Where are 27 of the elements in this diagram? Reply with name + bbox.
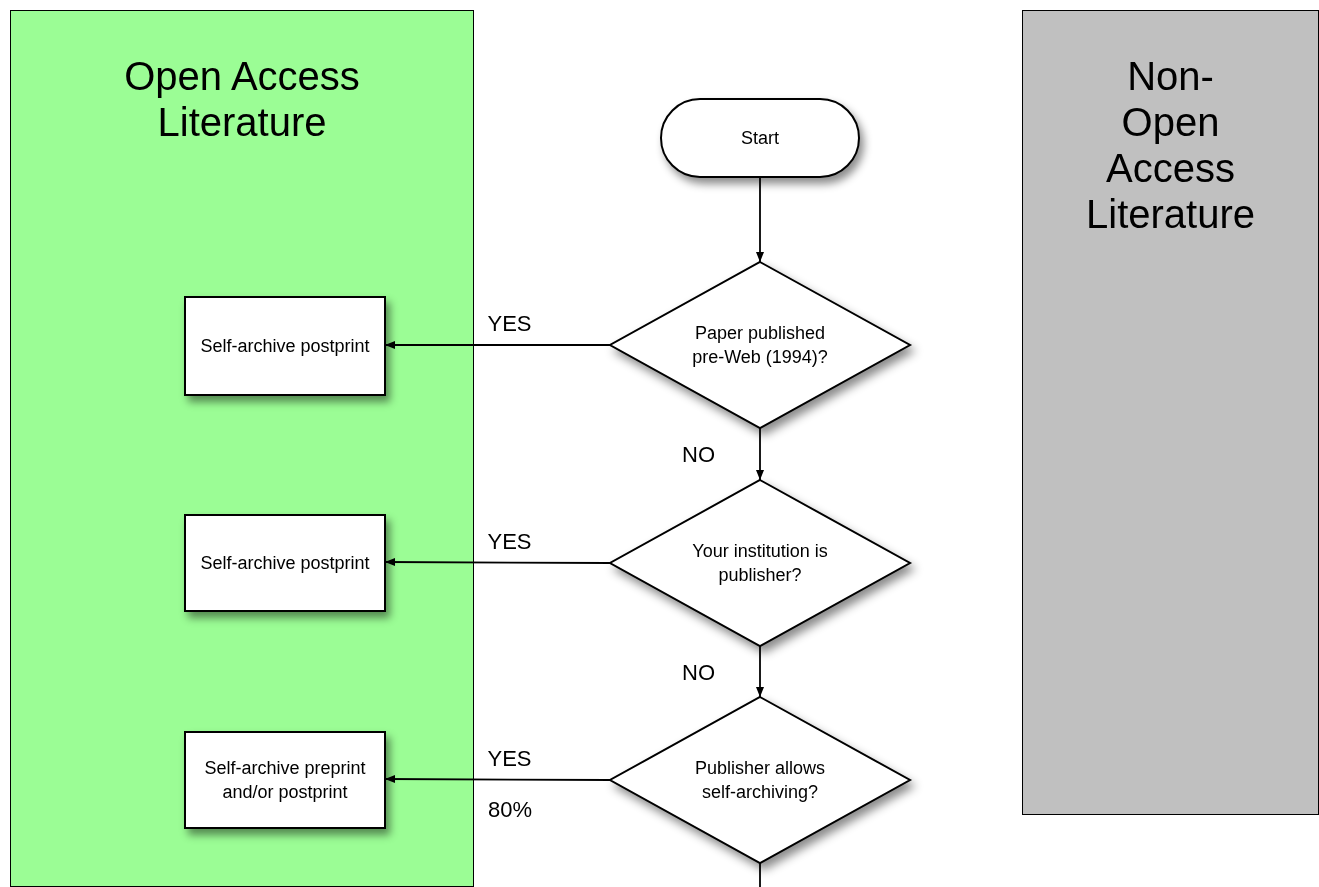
panel-heading: Non- Open Access Literature: [1085, 53, 1256, 237]
edge-label: YES: [487, 529, 532, 555]
arrow: [384, 341, 611, 349]
start-terminal: [660, 98, 860, 178]
category-panel: [10, 10, 474, 887]
arrow: [384, 558, 611, 567]
node-text: Self-archive postprint: [200, 552, 370, 575]
arrow: [384, 775, 611, 784]
process-box: [184, 296, 386, 396]
edge-label: YES: [487, 311, 532, 337]
arrow: [756, 645, 764, 698]
edge-label: NO: [682, 442, 715, 468]
category-panel: [1022, 10, 1319, 815]
edge-label: NO: [682, 659, 715, 686]
arrow: [756, 427, 764, 481]
arrow: [756, 177, 764, 263]
node-text: Your institution is publisher?: [691, 540, 829, 587]
panel-heading: Open Access Literature: [123, 53, 361, 145]
node-text: Self-archive postprint: [200, 335, 370, 358]
edge-label: YES: [487, 746, 532, 772]
node-text: Publisher allows self-archiving?: [693, 757, 827, 804]
node-text: Start: [741, 127, 779, 149]
process-box: [184, 514, 386, 612]
process-box: [184, 731, 386, 829]
note-text: 80%: [488, 797, 533, 823]
node-text: Self-archive preprint and/or postprint: [203, 757, 367, 804]
node-text: Paper published pre-Web (1994)?: [691, 322, 829, 369]
